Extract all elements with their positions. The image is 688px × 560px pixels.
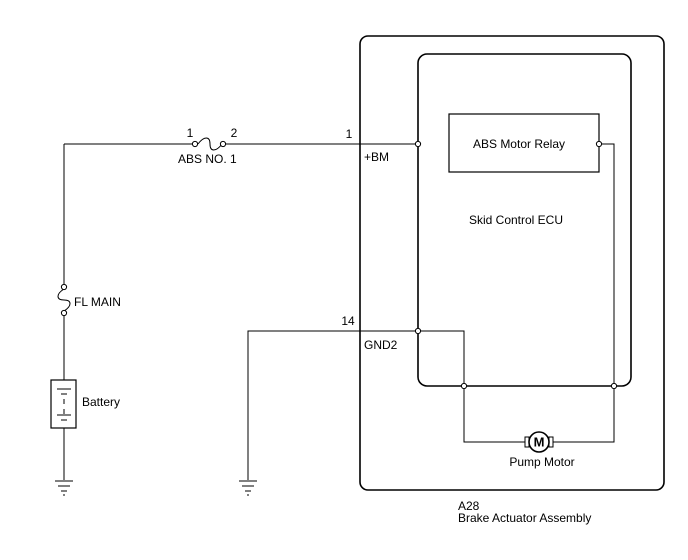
assembly-name: Brake Actuator Assembly [458,511,591,525]
supply-wire [64,143,615,386]
fuse-abs-no1-symbol [197,137,223,151]
node-motor-left [460,382,468,390]
node-bm-ecu [414,140,422,148]
pump-motor-wire [463,386,615,443]
ground-gnd2-icon [239,480,257,496]
fuse-abs-no1-label: ABS NO. 1 [178,152,237,166]
pump-motor-icon [528,431,550,453]
connector-pin-gnd: 14 [341,314,355,328]
abs-motor-relay-box [448,113,600,173]
skid-control-ecu-box [417,53,632,387]
fuse-fl-main-terminal-top [60,283,68,291]
fuse-abs-no1-pin-in: 1 [187,126,194,140]
fuse-abs-no1-terminal-left [191,140,199,148]
connector-code: A28 [458,499,480,513]
pump-motor-label: Pump Motor [509,455,574,469]
connector-pin-bm: 1 [346,127,353,141]
fuse-fl-main-label: FL MAIN [74,295,121,309]
node-gnd2-ecu [414,327,422,335]
node-relay-out [595,140,603,148]
fuse-abs-no1-terminal-right [219,140,227,148]
node-motor-right [610,382,618,390]
relay-label: ABS Motor Relay [473,137,565,151]
ecu-label: Skid Control ECU [469,213,563,227]
fuse-abs-no1-pin-out: 2 [231,126,238,140]
fuse-fl-main-symbol [57,288,71,312]
connector-label-gnd: GND2 [364,338,398,352]
pump-motor-symbol: M [534,435,545,450]
brake-actuator-assembly-box [359,35,665,491]
connector-label-bm: +BM [364,150,389,164]
ground-battery-icon [55,480,73,496]
fuse-fl-main-terminal-bottom [60,309,68,317]
battery-label: Battery [82,395,120,409]
gnd2-wire [247,330,465,480]
battery-symbol [57,388,71,421]
